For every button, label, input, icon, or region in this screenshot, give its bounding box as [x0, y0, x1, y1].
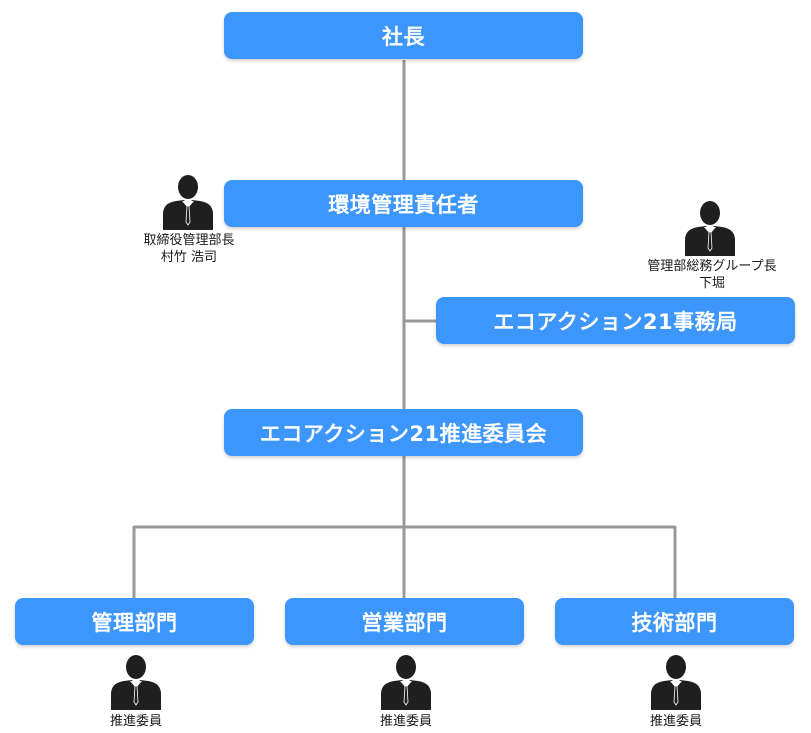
box-promotion-committee: エコアクション21推進委員会	[224, 409, 583, 456]
person-icon	[378, 652, 434, 710]
person-icon	[108, 652, 164, 710]
person-icon	[682, 198, 738, 256]
secretariat-caption: 管理部総務グループ長 下堀	[632, 258, 792, 292]
env-manager-caption: 取締役管理部長 村竹 浩司	[125, 232, 253, 266]
person-icon	[648, 652, 704, 710]
box-admin-department: 管理部門	[15, 598, 254, 645]
box-environment-manager: 環境管理責任者	[224, 180, 583, 227]
box-president: 社長	[224, 12, 583, 59]
tech-committee-member-caption: 推進委員	[649, 714, 702, 729]
env-manager-title: 取締役管理部長	[143, 233, 235, 248]
person-icon	[160, 172, 216, 230]
sales-committee-member-caption: 推進委員	[379, 714, 432, 729]
box-tech-department: 技術部門	[555, 598, 794, 645]
box-secretariat: エコアクション21事務局	[436, 297, 795, 344]
secretariat-name: 下堀	[698, 276, 725, 291]
secretariat-title: 管理部総務グループ長	[647, 259, 777, 274]
env-manager-name: 村竹 浩司	[160, 250, 218, 265]
box-sales-department: 営業部門	[285, 598, 524, 645]
admin-committee-member-caption: 推進委員	[109, 714, 162, 729]
